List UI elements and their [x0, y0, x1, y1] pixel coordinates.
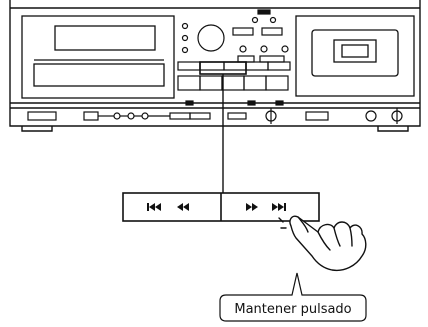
rewind-button [147, 203, 189, 211]
cassette-window [333, 39, 377, 63]
hand-icon [278, 215, 367, 272]
highlighted-skip-buttons [199, 61, 247, 75]
cd-front-panel [21, 15, 175, 99]
cassette-section [295, 15, 415, 97]
zoomed-buttons [122, 192, 320, 222]
callout-bubble: Mantener pulsado [219, 272, 367, 322]
cd-tray [33, 63, 165, 87]
fast-forward-button [246, 203, 286, 211]
center-controls [177, 9, 291, 106]
cd-display [54, 25, 156, 51]
power-button [27, 111, 57, 121]
skip-forward-icon [272, 203, 286, 211]
volume-knob [197, 24, 225, 52]
fast-forward-icon [246, 203, 258, 211]
skip-back-icon [147, 203, 161, 211]
headphone-jack [365, 110, 377, 122]
cd-section [21, 15, 175, 99]
device-body [9, 0, 421, 132]
cassette-door [295, 15, 415, 97]
callout-label: Mantener pulsado [234, 302, 351, 317]
bottom-strip-controls [27, 108, 403, 124]
rewind-icon [177, 203, 189, 211]
